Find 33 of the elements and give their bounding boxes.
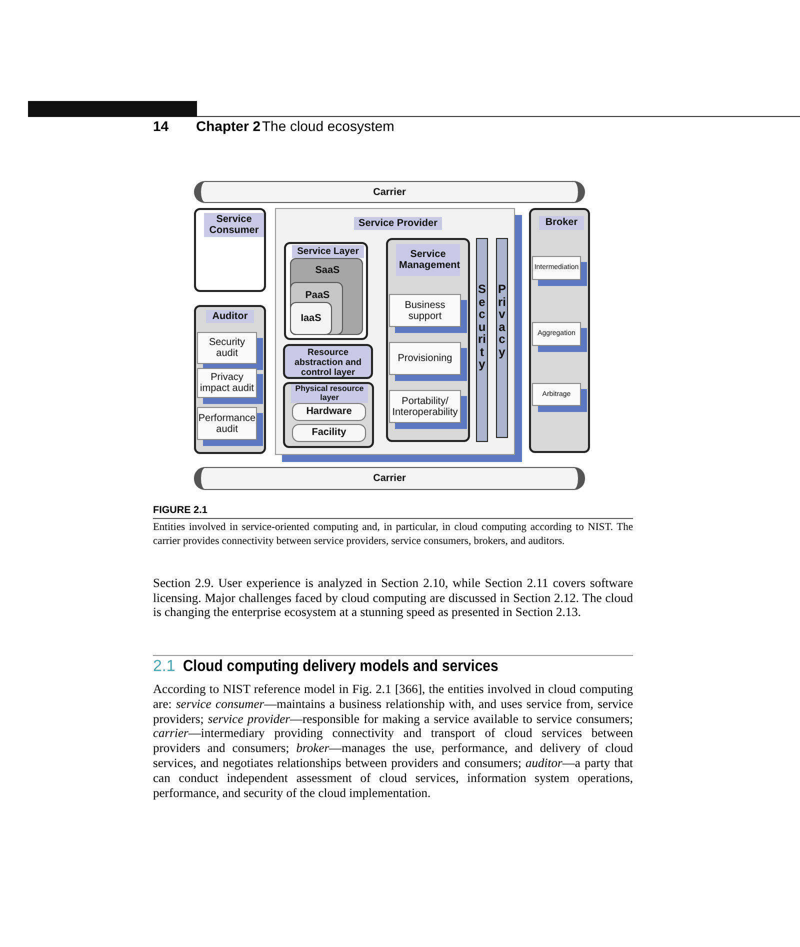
entity-panel bbox=[283, 382, 374, 448]
figure-caption: Entities involved in service-oriented computing and, in particular, in cloud computing according to NIST. The carrier provides connectivity between service providers, service consumers, brokers, and auditors. bbox=[153, 521, 633, 549]
panel-title: SaaS bbox=[314, 264, 341, 277]
layer-box: IaaS bbox=[290, 302, 332, 335]
cross-cutting-bar: Security bbox=[476, 238, 488, 442]
panel-title: Physical resource layer bbox=[291, 384, 368, 403]
panel-title: Service Layer bbox=[292, 245, 364, 258]
entity-panel bbox=[194, 305, 266, 454]
chapter-title: The cloud ecosystem bbox=[262, 118, 396, 134]
cross-cutting-bar: Privacy bbox=[496, 238, 508, 438]
panel-title: Service Provider bbox=[354, 217, 442, 230]
body-paragraph: Section 2.9. User experience is analyzed in Section 2.10, while Section 2.11 covers software licensing. Major challenges faced by cloud computing are discussed in Section 2.12. The cloud is changing the enterprise ecosystem at a stunning speed as presented in Section 2.13. bbox=[153, 576, 633, 620]
panel-title: Broker bbox=[539, 216, 584, 230]
resource-box: Hardware bbox=[292, 403, 366, 421]
panel-title: Auditor bbox=[206, 310, 254, 323]
entity-panel bbox=[529, 208, 590, 453]
carrier-band: Carrier bbox=[194, 467, 585, 490]
entity-panel bbox=[194, 208, 266, 292]
entity-panel bbox=[284, 242, 368, 340]
figure-label: FIGURE 2.1 bbox=[153, 505, 208, 516]
layer-box: Resource abstraction and control layer bbox=[283, 344, 373, 379]
panel-title: Service Management bbox=[396, 244, 460, 276]
panel-title: Service Consumer bbox=[204, 213, 264, 237]
body-paragraph: According to NIST reference model in Fig. 2.1 [366], the entities involved in cloud computing are: service consumer—maintains a business relationship with, and uses service from, service providers; service provider—responsible for making a service available to service consumers; carrier—intermediary providing connectivity and transport of cloud services between providers and consumers; broker—manages the use, performance, and delivery of cloud services, and negotiates relationships between providers and consumers; auditor—a party that can conduct independent assessment of cloud services, information system operations, performance, and security of the cloud implementation. bbox=[153, 682, 633, 800]
section-number: 2.1 bbox=[153, 658, 176, 676]
section-heading: Cloud computing delivery models and services bbox=[183, 658, 500, 676]
panel-title: PaaS bbox=[304, 289, 331, 302]
layer-box bbox=[290, 258, 363, 335]
entity-panel bbox=[386, 238, 470, 442]
page-number: 14 bbox=[153, 118, 170, 134]
layer-box bbox=[290, 282, 343, 335]
carrier-band: Carrier bbox=[194, 181, 585, 203]
resource-box: Facility bbox=[292, 424, 366, 442]
